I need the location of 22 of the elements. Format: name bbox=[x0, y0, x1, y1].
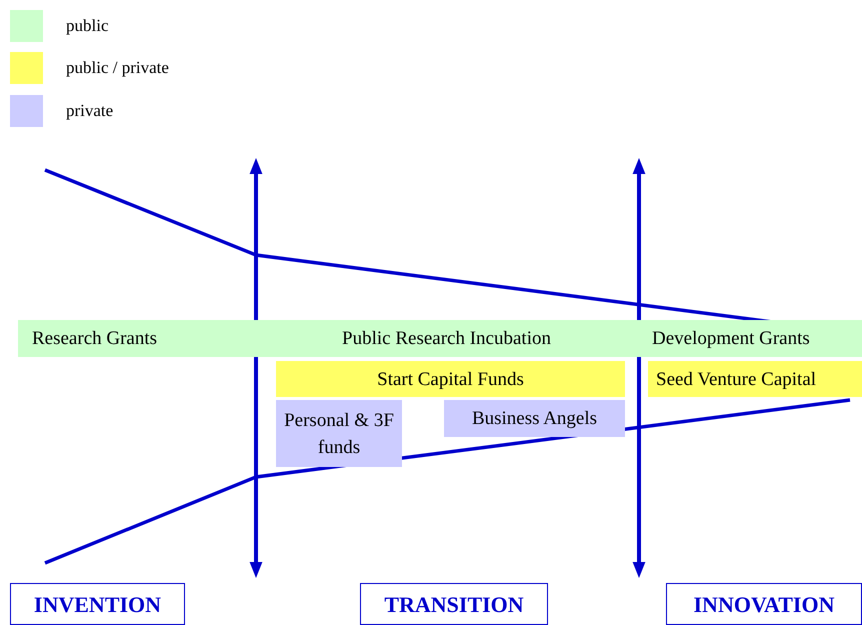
stage-box bbox=[360, 583, 548, 625]
funding-band bbox=[276, 361, 625, 397]
funding-band bbox=[648, 361, 862, 397]
funding-band bbox=[638, 320, 862, 357]
stage-box bbox=[666, 583, 862, 625]
stage-label: INVENTION bbox=[34, 590, 162, 618]
funding-label: Start Capital Funds bbox=[377, 368, 524, 392]
funding-label: Business Angels bbox=[472, 407, 598, 431]
stage-label: TRANSITION bbox=[384, 590, 524, 618]
funding-label: Personal & 3F funds bbox=[283, 408, 395, 460]
funding-label: Public Research Incubation bbox=[342, 327, 551, 351]
legend-label: public / private bbox=[66, 58, 169, 78]
funding-label: Development Grants bbox=[652, 327, 810, 351]
funding-band bbox=[444, 400, 625, 437]
funding-label: Seed Venture Capital bbox=[656, 368, 816, 392]
stage-box bbox=[10, 583, 185, 625]
funding-label: Research Grants bbox=[32, 327, 158, 351]
legend-label: public bbox=[66, 16, 108, 36]
stage-label: INNOVATION bbox=[694, 590, 834, 618]
funding-band bbox=[276, 400, 402, 467]
funding-band bbox=[18, 320, 255, 357]
legend-label: private bbox=[66, 101, 114, 121]
